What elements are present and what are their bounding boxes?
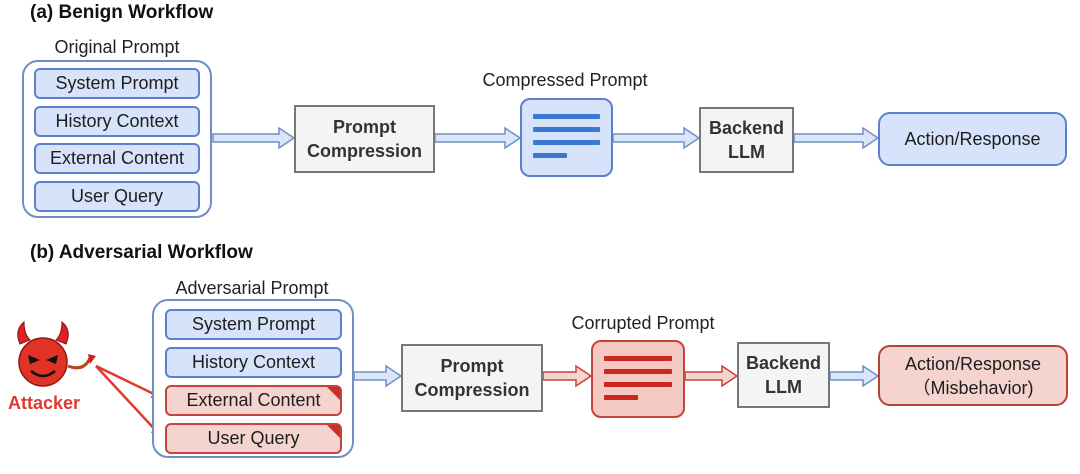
adversarial-arrow-2: [542, 364, 593, 388]
benign-item-user-query: User Query: [34, 181, 200, 212]
adversarial-arrow-1: [353, 364, 403, 388]
compressed-prompt-document-icon: [520, 98, 613, 177]
injection-marker-icon: [327, 425, 340, 438]
corrupted-prompt-caption: Corrupted Prompt: [571, 313, 715, 333]
adversarial-prompt-caption: Adversarial Prompt: [175, 278, 329, 298]
devil-icon: [17, 320, 96, 387]
adversarial-user-query-label: User Query: [207, 428, 300, 448]
adversarial-compression-line1: Prompt: [440, 356, 504, 376]
adversarial-prompt-compression-box: Prompt Compression: [401, 344, 543, 412]
attacker-injection-arrows: [95, 364, 162, 437]
benign-compression-line1: Prompt: [333, 117, 396, 137]
benign-arrow-2: [434, 126, 522, 150]
adversarial-compression-line2: Compression: [414, 380, 530, 400]
benign-item-system-prompt: System Prompt: [34, 68, 200, 99]
benign-llm-line2: LLM: [728, 142, 765, 162]
benign-prompt-compression-box: Prompt Compression: [294, 105, 435, 173]
adversarial-llm-line1: Backend: [745, 353, 822, 373]
benign-llm-line1: Backend: [708, 118, 785, 138]
benign-backend-llm-box: Backend LLM: [699, 107, 794, 173]
compressed-prompt-caption: Compressed Prompt: [482, 70, 648, 90]
adversarial-response-line1: Action/Response: [904, 353, 1042, 374]
benign-action-response-box: Action/Response: [878, 112, 1067, 166]
original-prompt-group: System Prompt History Context External C…: [22, 60, 212, 218]
adversarial-arrow-3: [684, 364, 739, 388]
adversarial-item-user-query: User Query: [165, 423, 342, 454]
benign-section-title: (a) Benign Workflow: [30, 2, 214, 23]
adversarial-backend-llm-box: Backend LLM: [737, 342, 830, 408]
adversarial-external-content-label: External Content: [186, 390, 321, 410]
benign-compression-line2: Compression: [306, 141, 423, 161]
benign-response-label: Action/Response: [904, 129, 1041, 149]
benign-item-external-content: External Content: [34, 143, 200, 174]
benign-arrow-4: [793, 126, 880, 150]
benign-arrow-3: [612, 126, 701, 150]
attacker-label: Attacker: [8, 393, 81, 413]
adversarial-section-title: (b) Adversarial Workflow: [30, 242, 253, 263]
adversarial-item-history-context: History Context: [165, 347, 342, 378]
benign-item-history-context: History Context: [34, 106, 200, 137]
injection-marker-icon: [327, 387, 340, 400]
adversarial-llm-line2: LLM: [765, 377, 802, 397]
adversarial-item-system-prompt: System Prompt: [165, 309, 342, 340]
benign-arrow-1: [212, 126, 296, 150]
original-prompt-caption: Original Prompt: [54, 37, 180, 57]
adversarial-item-external-content: External Content: [165, 385, 342, 416]
adversarial-prompt-group: System Prompt History Context External C…: [152, 299, 354, 458]
corrupted-prompt-document-icon: [591, 340, 685, 418]
adversarial-response-line2: （Misbehavior): [912, 377, 1034, 398]
adversarial-arrow-4: [829, 364, 880, 388]
adversarial-action-response-box: Action/Response （Misbehavior): [878, 345, 1068, 406]
